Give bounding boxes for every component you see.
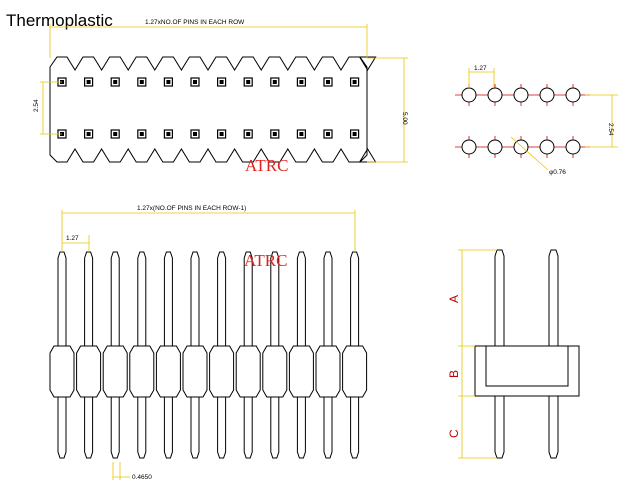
- front-insulator-block: [49, 345, 75, 398]
- top-pin-square: [190, 77, 200, 87]
- top-pin-square: [163, 77, 173, 87]
- front-view: 1.27x(NO.OF PINS IN EACH ROW-1) 1.27 0.4…: [49, 205, 368, 481]
- hole-pattern-circles: [455, 84, 590, 158]
- front-insulator-block: [342, 345, 368, 398]
- top-pin-square: [243, 77, 253, 87]
- front-insulator-block: [76, 345, 102, 398]
- front-insulator-block: [262, 345, 288, 398]
- top-pin-square: [83, 129, 94, 139]
- top-view-height-label: 5.00: [401, 112, 408, 125]
- front-insulator-block: [315, 345, 341, 398]
- pcb-hole: [539, 139, 555, 155]
- top-pin-square: [350, 129, 360, 139]
- top-pin-square: [243, 129, 253, 139]
- front-insulator-block: [235, 345, 261, 398]
- front-insulator-block: [129, 345, 155, 398]
- hole-row-pitch-label: 2.54: [607, 123, 614, 136]
- top-pin-square: [270, 129, 280, 139]
- watermark-top: ATRC: [245, 156, 288, 175]
- top-pin-square: [137, 77, 147, 87]
- front-pitch-label: 1.27: [66, 235, 79, 242]
- top-pin-square: [137, 129, 147, 139]
- hole-diameter-label: φ0.76: [549, 169, 566, 176]
- side-section-c-label: C: [447, 429, 461, 438]
- pcb-hole: [539, 87, 555, 103]
- top-pin-square: [270, 77, 280, 87]
- top-pin-square: [190, 129, 200, 139]
- watermark-front: ATRC: [244, 251, 287, 270]
- top-pin-square: [110, 129, 120, 139]
- front-view-insulator: [49, 345, 368, 398]
- pcb-hole: [487, 139, 503, 155]
- top-view: 1.27xNO.OF PINS IN EACH ROW 5.00 2.54 AT…: [33, 19, 408, 175]
- pcb-hole: [461, 87, 477, 103]
- hole-pitch-label: 1.27: [474, 65, 487, 72]
- top-pin-square: [110, 77, 120, 87]
- front-pin-width-label: 0.4650: [132, 474, 152, 481]
- side-section-b-label: B: [447, 370, 461, 378]
- front-insulator-block: [209, 345, 235, 398]
- pcb-hole: [461, 139, 477, 155]
- side-section-a-label: A: [447, 295, 461, 303]
- top-pin-square: [217, 77, 227, 87]
- top-pin-square: [296, 129, 306, 139]
- drawing-title: Thermoplastic: [6, 11, 113, 30]
- top-view-length-label: 1.27xNO.OF PINS IN EACH ROW: [145, 19, 245, 26]
- top-pin-square: [323, 129, 333, 139]
- top-pin-square: [83, 77, 94, 87]
- side-view: A B C: [447, 249, 580, 459]
- pcb-hole: [565, 139, 581, 155]
- pcb-hole: [513, 139, 529, 155]
- top-pin-square: [323, 77, 333, 87]
- pcb-hole: [487, 87, 503, 103]
- top-pin-square: [217, 129, 227, 139]
- pcb-hole: [513, 87, 529, 103]
- top-view-body: [49, 56, 377, 163]
- top-pin-square: [163, 129, 173, 139]
- top-pin-square: [296, 77, 306, 87]
- front-insulator-block: [155, 345, 181, 398]
- top-view-row-pitch-label: 2.54: [33, 99, 40, 112]
- front-insulator-block: [182, 345, 208, 398]
- top-view-pin-squares: [57, 77, 360, 139]
- front-span-label: 1.27x(NO.OF PINS IN EACH ROW-1): [137, 205, 246, 212]
- hole-pattern-view: 1.27 2.54 φ0.76: [455, 65, 618, 176]
- front-insulator-block: [288, 345, 314, 398]
- front-insulator-block: [102, 345, 128, 398]
- pcb-hole: [565, 87, 581, 103]
- top-pin-square: [350, 77, 360, 87]
